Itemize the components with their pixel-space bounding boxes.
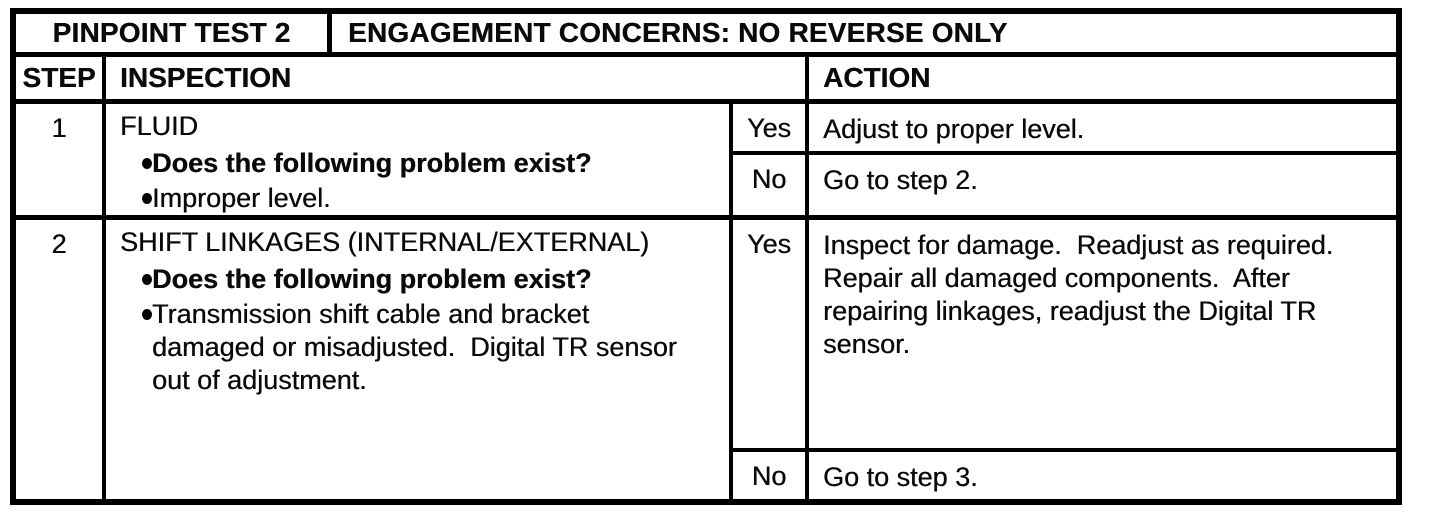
action-cell: Inspect for damage. Readjust as required… <box>809 220 1396 448</box>
answer-yes-label: Yes <box>733 104 809 151</box>
step-row-1: 1 FLUID Does the following problem exist… <box>16 104 1396 220</box>
column-header-action: ACTION <box>823 62 931 93</box>
branch-cells: Yes Inspect for damage. Readjust as requ… <box>733 220 1396 499</box>
bullet-icon <box>106 147 152 180</box>
column-header-inspection: INSPECTION <box>106 57 809 99</box>
bullet-text: Does the following problem exist? <box>152 148 592 178</box>
action-cell: Go to step 3. <box>809 452 1396 499</box>
column-header-step: STEP <box>16 57 106 99</box>
step-number: 1 <box>16 104 106 215</box>
action-cell: Adjust to proper level. <box>809 104 1396 151</box>
inspection-bullet-question: Does the following problem exist? <box>106 263 729 296</box>
bullet-icon <box>106 182 152 215</box>
action-text: Go to step 2. <box>823 165 978 195</box>
inspection-title: SHIFT LINKAGES (INTERNAL/EXTERNAL) <box>120 227 650 257</box>
branch-yes: Yes Inspect for damage. Readjust as requ… <box>733 220 1396 452</box>
column-header-row: STEP INSPECTION ACTION <box>16 57 1396 104</box>
branch-cells: Yes Adjust to proper level. No Go to ste… <box>733 104 1396 215</box>
test-concern-title: ENGAGEMENT CONCERNS: NO REVERSE ONLY <box>348 17 1008 48</box>
inspection-bullet-item: Improper level. <box>106 182 729 215</box>
branch-no: No Go to step 2. <box>733 155 1396 215</box>
bullet-text: Transmission shift cable and bracket dam… <box>152 299 685 395</box>
step-row-2: 2 SHIFT LINKAGES (INTERNAL/EXTERNAL) Doe… <box>16 220 1396 499</box>
answer-no-label: No <box>733 155 809 215</box>
branch-no: No Go to step 3. <box>733 452 1396 499</box>
inspection-title: FLUID <box>120 111 199 141</box>
pinpoint-test-table: PINPOINT TEST 2 ENGAGEMENT CONCERNS: NO … <box>10 8 1402 505</box>
bullet-icon <box>106 263 152 296</box>
action-text: Adjust to proper level. <box>823 114 1085 144</box>
branch-yes: Yes Adjust to proper level. <box>733 104 1396 155</box>
inspection-cell: FLUID Does the following problem exist? … <box>106 104 733 215</box>
inspection-bullet-question: Does the following problem exist? <box>106 147 729 180</box>
answer-no-label: No <box>733 452 809 499</box>
answer-yes-label: Yes <box>733 220 809 448</box>
bullet-icon <box>106 298 152 397</box>
action-text: Go to step 3. <box>823 462 978 492</box>
pinpoint-test-label: PINPOINT TEST 2 <box>16 14 332 52</box>
action-text: Inspect for damage. Readjust as required… <box>823 230 1349 359</box>
table-title-band: PINPOINT TEST 2 ENGAGEMENT CONCERNS: NO … <box>16 14 1396 57</box>
step-number: 2 <box>16 220 106 499</box>
bullet-text: Improper level. <box>152 183 331 213</box>
inspection-cell: SHIFT LINKAGES (INTERNAL/EXTERNAL) Does … <box>106 220 733 499</box>
action-cell: Go to step 2. <box>809 155 1396 215</box>
inspection-bullet-item: Transmission shift cable and bracket dam… <box>106 298 729 397</box>
bullet-text: Does the following problem exist? <box>152 264 592 294</box>
